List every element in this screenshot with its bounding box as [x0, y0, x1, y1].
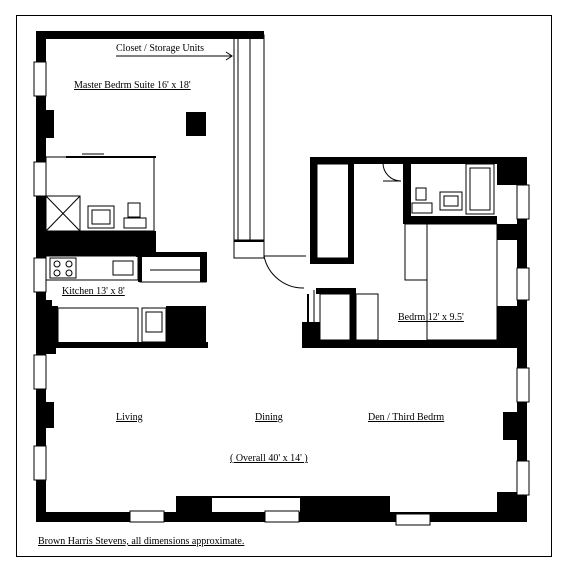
door-swing: [263, 255, 306, 289]
bedroom2-walls: [302, 157, 527, 348]
closet-label: Closet / Storage Units: [116, 43, 205, 54]
bedroom2-pier: [497, 224, 517, 240]
overall-dimensions-label: ( Overall 40' x 14' ): [230, 453, 308, 464]
windows-left: [33, 61, 47, 481]
living-label: Living: [116, 412, 143, 423]
dining-label: Dining: [255, 412, 283, 423]
bedroom2-label: Bedrm 12' x 9.5': [398, 312, 464, 323]
sill-line: [212, 496, 300, 498]
den-label: Den / Third Bedrm: [368, 412, 445, 423]
kitchen-label: Kitchen 13' x 8': [62, 286, 125, 297]
master-bedroom-label: Master Bedrm Suite 16' x 18': [74, 80, 191, 91]
closet-base: [234, 240, 264, 242]
columns: [46, 110, 527, 514]
exterior-walls: [36, 31, 527, 522]
windows-bottom: [129, 510, 431, 526]
drawing-frame: [16, 15, 552, 557]
windows-right: [516, 184, 530, 496]
bedroom2-fixtures: [316, 162, 498, 341]
kitchen-walls: [36, 252, 208, 348]
master-bath: [45, 153, 156, 232]
entry-door: [307, 290, 315, 322]
credit-label: Brown Harris Stevens, all dimensions app…: [38, 536, 245, 547]
bath-kitchen-wall: [36, 231, 156, 256]
closet-storage: [116, 34, 265, 259]
